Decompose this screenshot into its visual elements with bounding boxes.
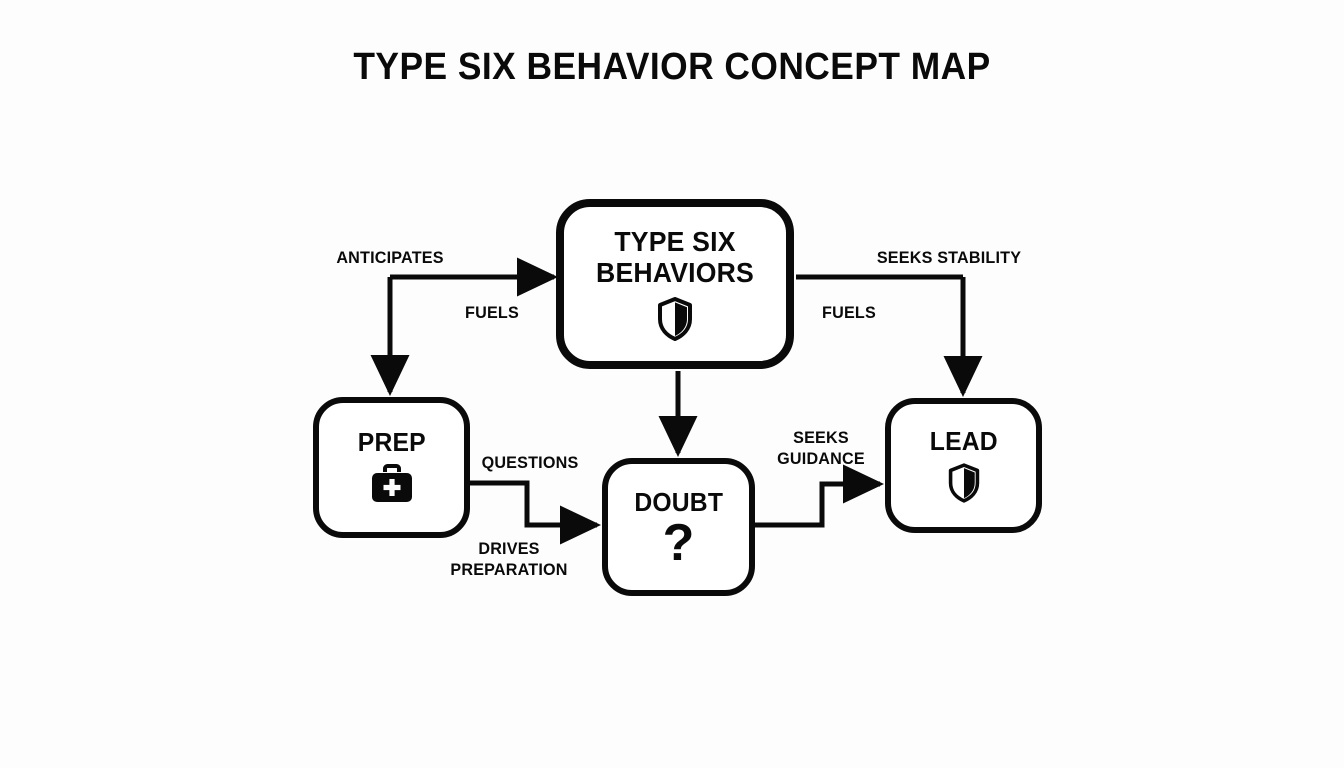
shield-icon — [947, 463, 981, 503]
node-label-type-six-behaviors: TYPE SIX BEHAVIORS — [596, 225, 754, 288]
page-title: TYPE SIX BEHAVIOR CONCEPT MAP — [353, 46, 991, 88]
node-label-doubt: DOUBT — [634, 486, 723, 517]
first-aid-kit-icon — [369, 463, 415, 506]
node-lead[interactable]: LEAD — [885, 398, 1042, 533]
node-type-six-behaviors[interactable]: TYPE SIX BEHAVIORS — [556, 199, 794, 369]
edge-label-questions: QUESTIONS — [481, 453, 579, 472]
edge-label-fuels-left: FUELS — [465, 303, 519, 322]
shield-icon — [656, 297, 694, 342]
node-doubt[interactable]: DOUBT ? — [602, 458, 755, 596]
edge-label-anticipates: ANTICIPATES — [336, 248, 444, 267]
edge-label-seeks-stability: SEEKS STABILITY — [876, 248, 1022, 267]
edge-line-questions — [470, 480, 601, 545]
question-mark-icon: ? — [662, 514, 695, 573]
node-label-lead: LEAD — [929, 426, 998, 457]
node-prep[interactable]: PREP — [313, 397, 470, 538]
edge-label-drives-preparation: DRIVES PREPARATION — [450, 539, 568, 579]
node-label-prep: PREP — [357, 427, 426, 458]
edge-label-fuels-right: FUELS — [822, 303, 876, 322]
edge-label-seeks-guidance: SEEKS GUIDANCE — [777, 428, 865, 468]
edge-line-seeks-guidance — [755, 464, 884, 528]
